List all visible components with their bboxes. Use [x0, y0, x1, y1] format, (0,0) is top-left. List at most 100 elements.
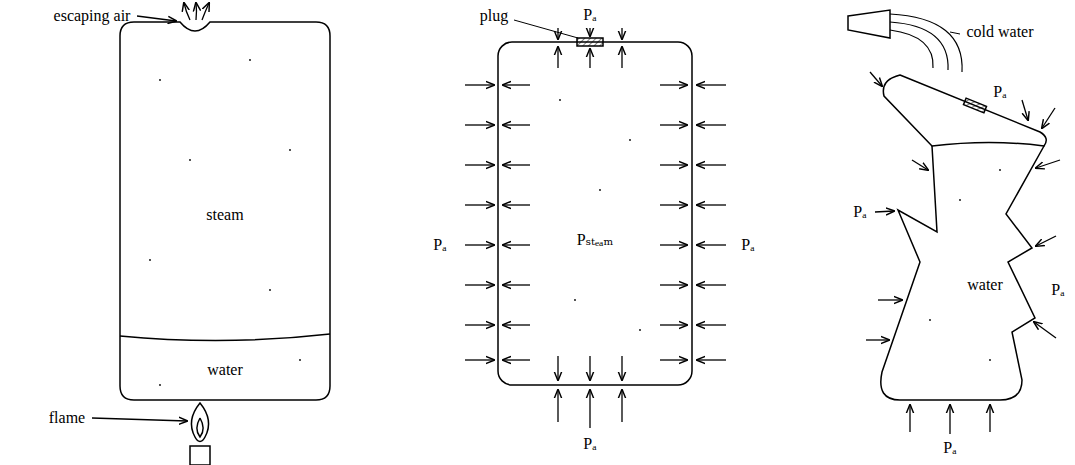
dot: [599, 189, 601, 191]
pressure-arrow: [1034, 322, 1056, 338]
pressure-arrow: [503, 164, 530, 165]
pressure-arrow: [465, 84, 494, 85]
pressure-arrow: [465, 164, 494, 165]
pressure-label: Pₐ: [943, 439, 956, 457]
pressure-arrow: [589, 390, 590, 428]
air-arrow: [195, 3, 197, 20]
pressure-arrow: [697, 324, 726, 325]
pressure-arrow: [866, 339, 889, 340]
pressure-arrow: [660, 164, 687, 165]
dot: [989, 359, 991, 361]
leader-label: escaping air: [54, 7, 131, 25]
pressure-arrow: [503, 204, 530, 205]
pressure-arrow: [465, 324, 494, 325]
burner-symbol: [190, 446, 210, 465]
pressure-label: Pₐ: [433, 236, 446, 254]
steam-dots: [559, 99, 641, 331]
dot: [249, 59, 251, 61]
flame-symbol: [192, 403, 209, 442]
air-arrow: [184, 3, 190, 20]
pressure-label: Pₐ: [583, 6, 596, 24]
dot: [299, 359, 301, 361]
sealed-can: [498, 20, 692, 385]
pressure-arrow: [660, 84, 687, 85]
can-outline: [120, 22, 330, 400]
pressure-arrow: [909, 405, 910, 432]
plug-symbol: [577, 38, 603, 46]
steam-dots: [149, 59, 301, 386]
dot: [959, 199, 961, 201]
nozzle-symbol: [848, 10, 890, 38]
pressure-arrow: [589, 28, 590, 36]
pressure-arrow: [697, 164, 726, 165]
water-stream: [890, 30, 933, 68]
dot: [289, 149, 291, 151]
pressure-arrow: [697, 204, 726, 205]
dot: [159, 384, 161, 386]
dot: [929, 319, 931, 321]
pressure-arrow: [697, 359, 726, 360]
pressure-arrow: [621, 47, 622, 68]
dot: [574, 299, 576, 301]
pressure-arrow: [660, 244, 687, 245]
pressure-label: Pₐ: [993, 83, 1006, 101]
water-dots: [929, 169, 1001, 361]
pressure-arrow: [1036, 160, 1060, 168]
pressure-arrow: [949, 405, 950, 434]
pressure-arrow: [878, 299, 902, 300]
pressure-arrow: [465, 359, 494, 360]
pressure-arrow: [1042, 108, 1055, 128]
pressure-arrow: [1036, 236, 1056, 246]
pressure-arrow: [621, 28, 622, 39]
dot: [629, 139, 631, 141]
pressure-arrow: [660, 284, 687, 285]
pressure-arrow: [503, 124, 530, 125]
pressure-arrow: [589, 356, 590, 380]
pressure-arrow: [465, 244, 494, 245]
pressure-arrow: [870, 72, 882, 86]
pressure-arrow: [912, 160, 928, 170]
leader-label: flame: [49, 409, 85, 427]
flame-core: [197, 418, 203, 437]
pressure-arrow: [697, 244, 726, 245]
pressure-arrow: [989, 405, 990, 432]
pressure-label: Pₛₜₑₐₘ: [577, 231, 614, 249]
water-stream: [890, 22, 948, 70]
pressure-arrow: [1022, 100, 1028, 120]
pressure-arrow: [621, 390, 622, 422]
pressure-arrows: [465, 28, 726, 428]
region-label: water: [967, 276, 1003, 294]
air-arrow: [202, 3, 209, 20]
pressure-arrow: [697, 284, 726, 285]
dot: [269, 289, 271, 291]
water-surface: [120, 334, 330, 341]
dot: [559, 99, 561, 101]
leader-arrow: [137, 16, 176, 21]
pressure-arrow: [557, 28, 558, 39]
pressure-label: Pₐ: [853, 203, 866, 221]
pressure-arrow: [875, 211, 894, 212]
dot: [159, 79, 161, 81]
pressure-arrow: [697, 124, 726, 125]
heated-can: [120, 22, 330, 465]
can-outline: [498, 42, 692, 385]
pressure-arrow: [503, 84, 530, 85]
pressure-label: Pₐ: [583, 435, 596, 453]
pressure-arrow: [557, 47, 558, 68]
pressure-arrow: [589, 49, 590, 68]
pressure-arrow: [465, 204, 494, 205]
crushed-can: [848, 10, 1046, 400]
water-stream: [890, 14, 962, 72]
pressure-arrow: [503, 284, 530, 285]
pressure-arrow: [660, 124, 687, 125]
stream-leader: [950, 32, 960, 34]
pressure-arrows: [866, 72, 1060, 434]
pressure-arrow: [465, 124, 494, 125]
dot: [999, 169, 1001, 171]
leader-label: plug: [480, 7, 508, 25]
can-top: [883, 75, 1046, 146]
pressure-arrow: [660, 204, 687, 205]
pressure-arrow: [503, 359, 530, 360]
